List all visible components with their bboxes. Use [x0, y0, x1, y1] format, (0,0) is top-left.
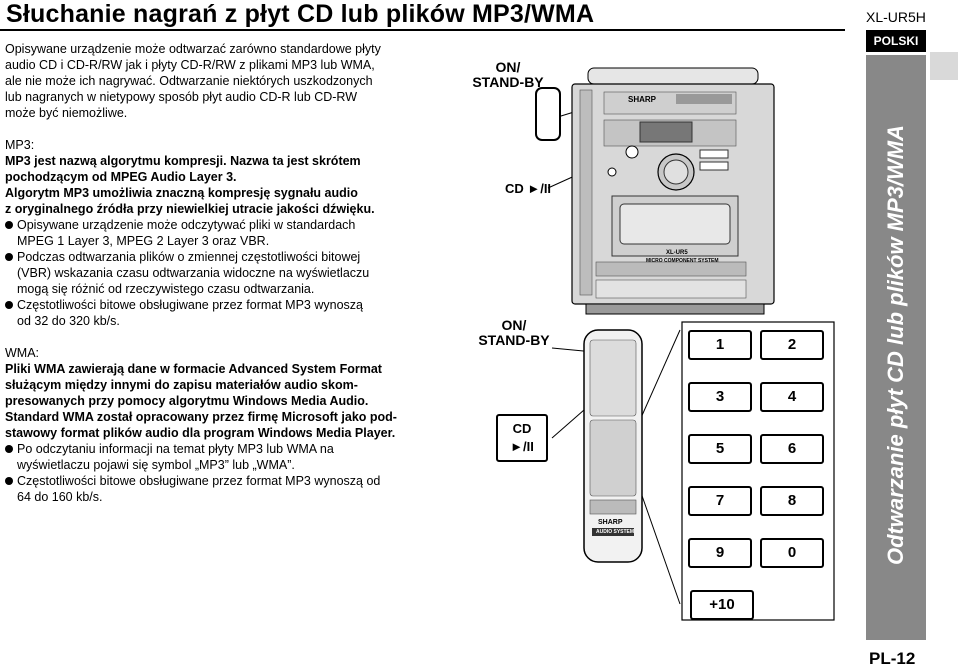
key-7: 7	[688, 486, 752, 516]
wma-text: stawowy format plików audio dla program …	[5, 426, 396, 440]
bullet-dot	[5, 477, 13, 485]
text-column: Opisywane urządzenie może odtwarzać zaró…	[5, 41, 417, 505]
standby-button-icon	[535, 87, 561, 141]
wma-bullet: Po odczytaniu informacji na temat płyty …	[5, 441, 417, 473]
remote-standby-label: ON/ STAND-BY	[478, 317, 550, 348]
model-subtitle: MICRO COMPONENT SYSTEM	[646, 258, 719, 264]
key-3: 3	[688, 382, 752, 412]
mp3-text: z oryginalnego źródła przy niewielkiej u…	[5, 202, 375, 216]
model-label: XL-UR5H	[866, 9, 926, 25]
key-1: 1	[688, 330, 752, 360]
bullet-dot	[5, 253, 13, 261]
intro-line: może być niemożliwe.	[5, 106, 128, 120]
mp3-bullet: Podczas odtwarzania plików o zmiennej cz…	[5, 249, 417, 297]
intro-line: Opisywane urządzenie może odtwarzać zaró…	[5, 42, 381, 56]
side-marker	[930, 52, 958, 80]
section-sidebar	[866, 55, 926, 640]
wma-heading: WMA:	[5, 346, 40, 360]
bullet-dot	[5, 445, 13, 453]
remote-cd-button: CD ►/II	[496, 414, 548, 462]
key-plus10: +10	[690, 590, 754, 620]
wma-text: presowanych przy pomocy algorytmu Window…	[5, 394, 369, 408]
language-tab: POLSKI	[866, 30, 926, 52]
intro-line: audio CD i CD-R/RW jak i płyty CD-R/RW z…	[5, 58, 375, 72]
mp3-text: Algorytm MP3 umożliwia znaczną kompresję…	[5, 186, 358, 200]
brand-label: SHARP	[628, 95, 657, 104]
wma-text: służącym między innymi do zapisu materia…	[5, 378, 358, 392]
wma-bullet: Częstotliwości bitowe obsługiwane przez …	[5, 473, 417, 505]
key-9: 9	[688, 538, 752, 568]
intro-line: ale nie może ich nagrywać. Odtwarzanie n…	[5, 74, 373, 88]
key-0: 0	[760, 538, 824, 568]
wma-text: Pliki WMA zawierają dane w formacie Adva…	[5, 362, 382, 376]
key-8: 8	[760, 486, 824, 516]
model-code: XL-UR5	[666, 250, 688, 256]
stereo-unit	[571, 67, 775, 315]
title-bar: Słuchanie nagrań z płyt CD lub plików MP…	[0, 0, 845, 31]
wma-text: Standard WMA został opracowany przez fir…	[5, 410, 397, 424]
remote-control	[583, 329, 643, 563]
key-5: 5	[688, 434, 752, 464]
mp3-bullet: Częstotliwości bitowe obsługiwane przez …	[5, 297, 417, 329]
key-4: 4	[760, 382, 824, 412]
remote-subtitle: AUDIO SYSTEM	[596, 529, 635, 535]
intro-line: lub nagranych w nietypowy sposób płyt au…	[5, 90, 358, 104]
bullet-dot	[5, 301, 13, 309]
key-2: 2	[760, 330, 824, 360]
mp3-text: MP3 jest nazwą algorytmu kompresji. Nazw…	[5, 154, 361, 168]
mp3-text: pochodzącym od MPEG Audio Layer 3.	[5, 170, 237, 184]
remote-brand: SHARP	[598, 519, 623, 526]
mp3-bullet: Opisywane urządzenie może odczytywać pli…	[5, 217, 417, 249]
unit-standby-label: ON/ STAND-BY	[472, 59, 544, 90]
mp3-heading: MP3:	[5, 138, 35, 152]
bullet-dot	[5, 221, 13, 229]
page-number: PL-12	[869, 649, 916, 668]
page-title: Słuchanie nagrań z płyt CD lub plików MP…	[6, 0, 595, 28]
key-6: 6	[760, 434, 824, 464]
unit-cd-label: CD ►/II	[504, 181, 552, 196]
